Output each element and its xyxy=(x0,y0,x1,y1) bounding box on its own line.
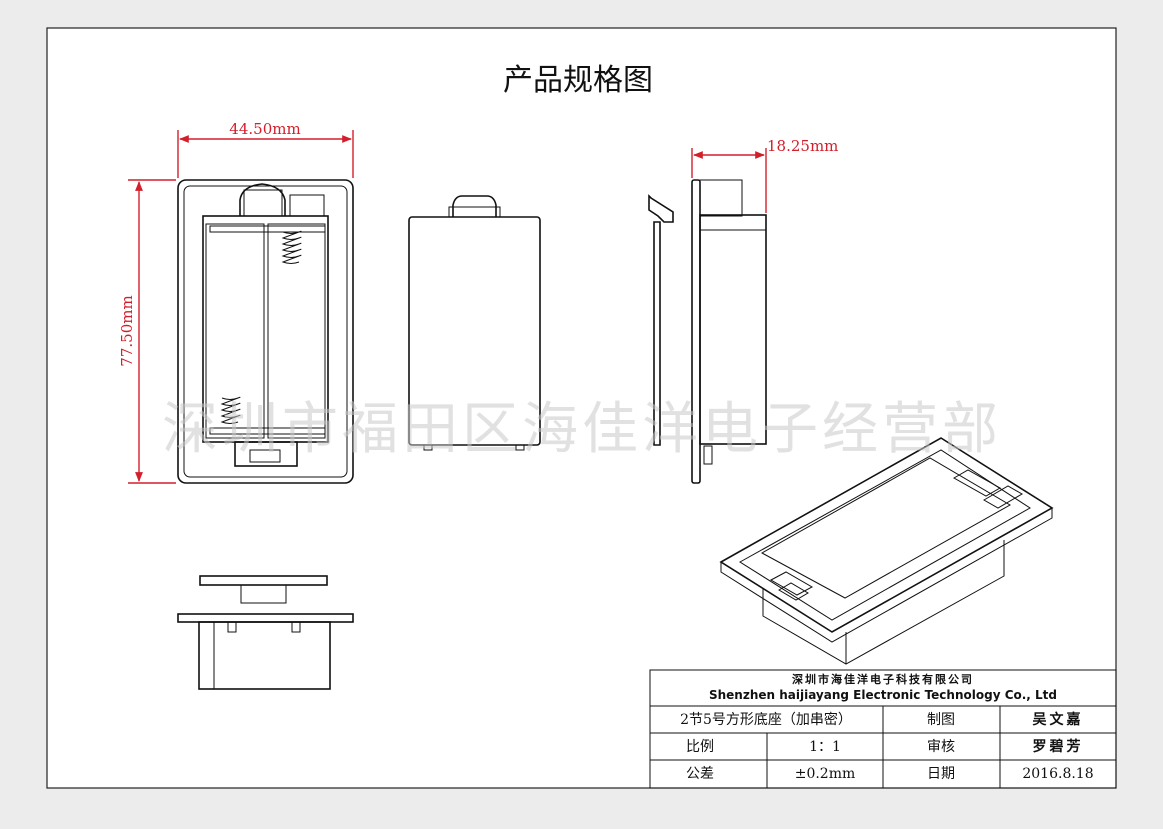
watermark: 深圳市福田区海佳洋电子经营部 xyxy=(162,397,1002,462)
lid-view xyxy=(408,195,541,451)
dimension-depth: 18.25mm xyxy=(691,137,838,213)
title-block: 深圳市海佳洋电子科技有限公司 Shenzhen haijiayang Elect… xyxy=(649,669,1117,789)
scale-label: 比例 xyxy=(686,739,714,755)
tolerance-value: ±0.2mm xyxy=(795,766,856,782)
drawing-sheet xyxy=(46,27,1117,789)
company-name-cn: 深圳市海佳洋电子科技有限公司 xyxy=(792,672,974,686)
tolerance-label: 公差 xyxy=(686,766,714,782)
dimension-width: 44.50mm xyxy=(177,120,354,178)
dimension-height-label: 77.50mm xyxy=(118,295,136,366)
review-label: 审核 xyxy=(927,739,955,755)
date-value: 2016.8.18 xyxy=(1022,766,1093,782)
drawn-by: 吴文嘉 xyxy=(1033,711,1084,728)
front-view xyxy=(177,179,354,484)
dimension-depth-label: 18.25mm xyxy=(767,137,838,155)
scale-value: 1：1 xyxy=(809,739,841,755)
drawing-title: 产品规格图 xyxy=(503,63,653,98)
bottom-view xyxy=(177,613,354,690)
side-view xyxy=(648,179,767,484)
dimension-height: 77.50mm xyxy=(118,179,176,484)
drawn-label: 制图 xyxy=(927,712,955,728)
dimension-width-label: 44.50mm xyxy=(229,120,300,138)
product-name: 2节5号方形底座（加串密） xyxy=(680,711,852,728)
company-name-en: Shenzhen haijiayang Electronic Technolog… xyxy=(709,688,1057,702)
isometric-view xyxy=(719,437,1054,665)
top-view xyxy=(199,575,328,604)
date-label: 日期 xyxy=(927,766,955,782)
reviewed-by: 罗碧芳 xyxy=(1033,738,1084,755)
